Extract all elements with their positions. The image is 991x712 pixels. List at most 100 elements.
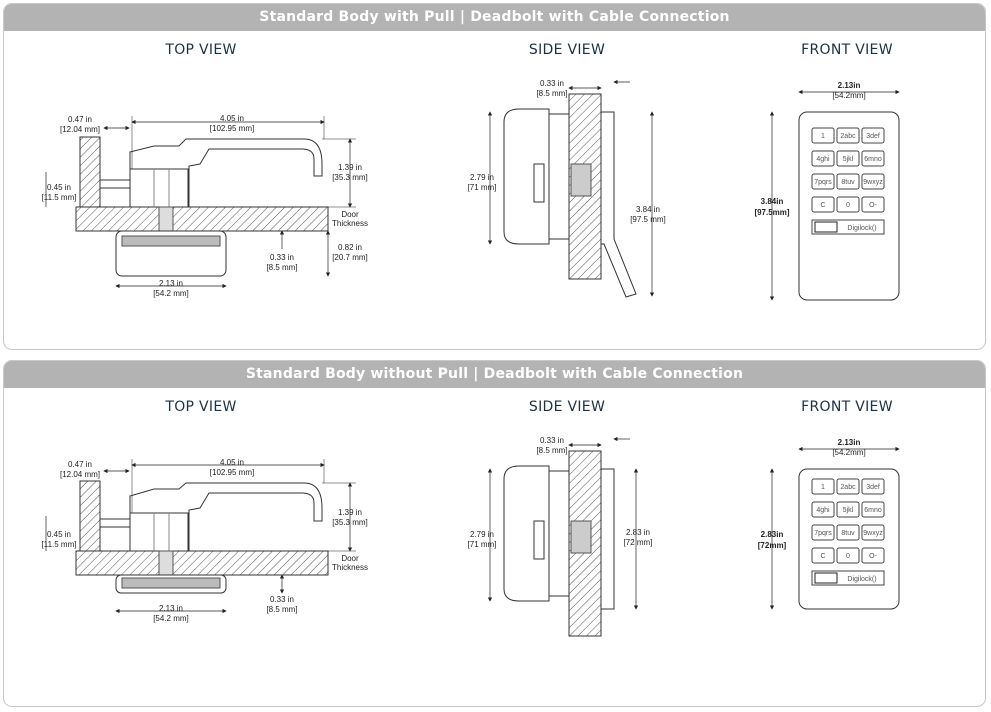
keypad-key-label: 7pqrs [814, 530, 832, 537]
keypad-key [861, 150, 885, 167]
side-right-label: 2.83 in [626, 528, 650, 537]
keypad-key-label: 7pqrs [814, 179, 832, 186]
base-mm-label: [8.5 mm] [266, 605, 297, 614]
keypad-key [861, 501, 885, 518]
frame-post [79, 480, 101, 552]
small-label: 0.45 in [47, 530, 71, 539]
door-section [75, 550, 329, 576]
keypad-key [811, 127, 835, 144]
width-mm-label: [54.2 mm] [153, 614, 189, 623]
keypad-key [811, 150, 835, 167]
panel-without-pull: Standard Body without Pull | Deadbolt wi… [3, 360, 986, 707]
base-label: 0.33 in [270, 253, 294, 262]
height-label: 1.39 in [338, 163, 362, 172]
keypad-key [811, 173, 835, 190]
side-view-drawing: 0.33 in [8.5 mm] 2.79 in [71 mm] 2.83 in… [468, 436, 653, 637]
height-mm-label: [35.3 mm] [332, 518, 368, 527]
keypad-key [836, 524, 860, 541]
front-height-label: 3.84in [761, 197, 784, 206]
offset-mm-label: [12.04 mm] [60, 125, 100, 134]
keypad-key [836, 478, 860, 495]
side-top-mm-label: [8.5 mm] [536, 446, 567, 455]
door-label: Door [341, 210, 359, 219]
keypad-key [861, 173, 885, 190]
keypad-key-label: 9wxyz [863, 530, 883, 537]
keypad-key-label: 3def [866, 133, 880, 140]
side-view-title: SIDE VIEW [528, 399, 606, 415]
height-mm-label: [35.3 mm] [332, 173, 368, 182]
base-label: 0.33 in [270, 595, 294, 604]
side-left-mm-label: [71 mm] [468, 540, 497, 549]
side-right-mm-label: [97.5 mm] [630, 215, 666, 224]
side-top-label: 0.33 in [540, 436, 564, 445]
thickness-label: Thickness [332, 219, 368, 228]
deadbolt [99, 518, 131, 528]
side-view-drawing: 0.33 in [8.5 mm] 2.79 in [71 mm] 3.84 in… [468, 79, 666, 298]
lock-housing [129, 512, 189, 552]
panel-with-pull: Standard Body with Pull | Deadbolt with … [3, 3, 986, 350]
keypad-key-label: C [820, 553, 825, 560]
keypad-with-pull [600, 111, 637, 298]
reader-icon [814, 572, 838, 584]
front-width-mm-label: [54.2mm] [832, 91, 865, 100]
keypad-key-label: 0 [846, 202, 850, 209]
keypad-key-label: 9wxyz [863, 179, 883, 186]
keypad-key [811, 501, 835, 518]
front-width-label: 2.13in [838, 81, 861, 90]
reader-icon [814, 221, 838, 233]
door-section [75, 206, 329, 232]
top-view-drawing: 4.05 in [102.95 mm] 0.47 in [12.04 mm] 1… [42, 458, 369, 623]
front-view-title: FRONT VIEW [801, 399, 893, 415]
keypad-key [861, 196, 885, 213]
lock-housing [129, 168, 189, 208]
side-top-mm-label: [8.5 mm] [536, 89, 567, 98]
frame-post [79, 136, 101, 208]
front-height-mm-label: [97.5mm] [754, 208, 789, 217]
keypad-key [811, 524, 835, 541]
keypad-key-label: C [820, 202, 825, 209]
extra-label: 0.82 in [338, 243, 362, 252]
keypad-key [836, 150, 860, 167]
technical-drawing: 4.05 in [102.95 mm] 0.47 in [12.04 mm] 1… [42, 436, 900, 637]
keypad-key-label: 3def [866, 484, 880, 491]
side-left-label: 2.79 in [470, 530, 494, 539]
height-label: 1.39 in [338, 508, 362, 517]
side-left-label: 2.79 in [470, 173, 494, 182]
keypad-key-label: 2abc [840, 484, 856, 491]
extra-mm-label: [20.7 mm] [332, 253, 368, 262]
keypad-key-label: 5jkl [843, 156, 854, 163]
cable [158, 206, 174, 232]
panel-title: Standard Body with Pull | Deadbolt with … [4, 4, 985, 31]
offset-label: 0.47 in [68, 460, 92, 469]
keypad-key-label: 6mno [864, 507, 882, 514]
keypad-key-label: 5jkl [843, 507, 854, 514]
keypad-key-label: 2abc [840, 133, 856, 140]
base-mm-label: [8.5 mm] [266, 263, 297, 272]
keypad-key-label: 4ghi [816, 507, 830, 514]
side-right-label: 3.84 in [636, 205, 660, 214]
length-mm-label: [102.95 mm] [210, 124, 254, 133]
small-label: 0.45 in [47, 183, 71, 192]
keypad-key [861, 127, 885, 144]
keypad-key [836, 196, 860, 213]
keypad-key [861, 478, 885, 495]
keypad-key [811, 478, 835, 495]
panel-title: Standard Body without Pull | Deadbolt wi… [4, 361, 985, 388]
keypad-key [836, 127, 860, 144]
front-width-label: 2.13in [838, 438, 861, 447]
top-view-title: TOP VIEW [165, 42, 237, 58]
keypad-key-label: 0 [846, 553, 850, 560]
keypad-key [811, 196, 835, 213]
cable [158, 550, 174, 576]
small-mm-label: [11.5 mm] [42, 193, 77, 202]
width-mm-label: [54.2 mm] [153, 289, 189, 298]
side-view-title: SIDE VIEW [528, 42, 606, 58]
side-top-label: 0.33 in [540, 79, 564, 88]
keypad-key-label: O- [869, 202, 877, 209]
side-right-mm-label: [72 mm] [624, 538, 653, 547]
length-mm-label: [102.95 mm] [210, 468, 254, 477]
technical-drawing: 4.05 in [102.95 mm] 0.47 in [12.04 mm] 1… [42, 79, 900, 301]
offset-mm-label: [12.04 mm] [60, 470, 100, 479]
front-height-label: 2.83in [761, 530, 784, 539]
